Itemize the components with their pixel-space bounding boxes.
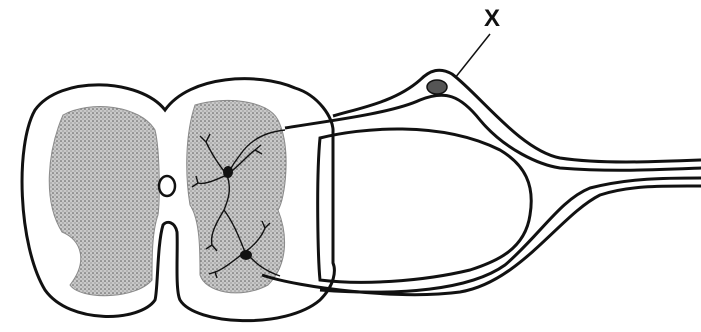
dorsal-root-upper-edge xyxy=(333,70,701,162)
ventral-root-inner-edge xyxy=(320,178,701,292)
central-canal xyxy=(159,176,175,196)
label-x: X xyxy=(484,5,500,32)
motor-neuron-cell-body xyxy=(240,250,252,260)
interneuron-cell-body xyxy=(223,166,233,178)
dorsal-root-ganglion xyxy=(427,80,447,94)
nerve-loop-inner xyxy=(318,129,532,282)
label-x-pointer xyxy=(455,34,490,78)
